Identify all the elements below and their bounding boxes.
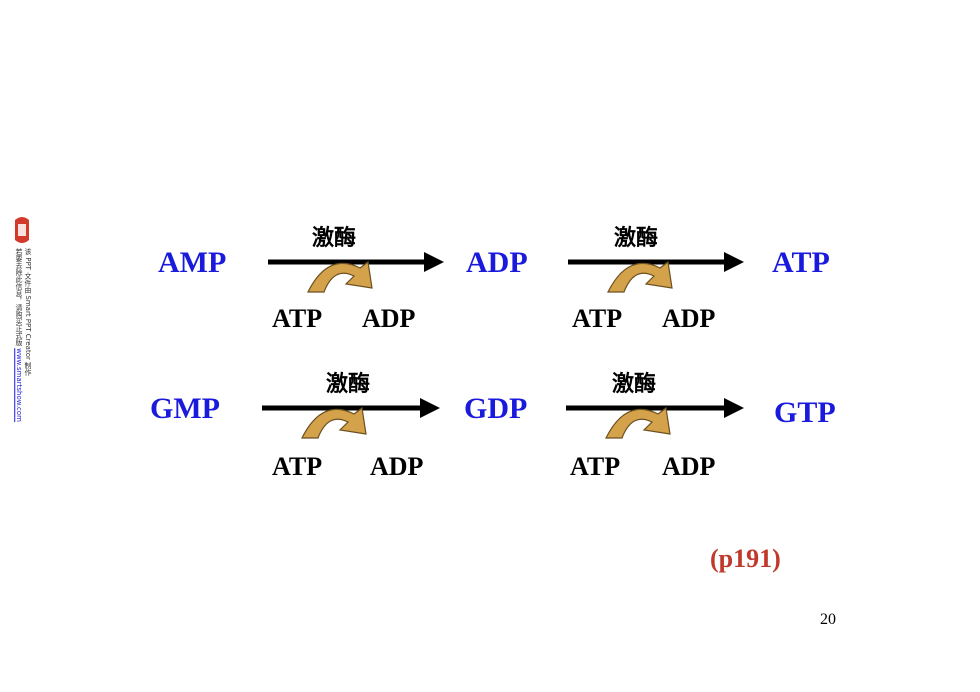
enzyme-label-r1-s1: 激酶 bbox=[312, 226, 357, 251]
page-reference: (p191) bbox=[710, 544, 781, 573]
watermark-logo-icon bbox=[12, 214, 32, 246]
reaction-arrow-r1-s2 bbox=[568, 252, 744, 293]
node-atp: ATP bbox=[772, 246, 830, 279]
watermark-line-1: 该 PPT 文件由 Smart PPT Creator 制作 bbox=[24, 248, 32, 377]
page-number: 20 bbox=[820, 611, 836, 628]
watermark-text: 该 PPT 文件由 Smart PPT Creator 制作 若要去除此信息，请… bbox=[14, 248, 32, 422]
cofactor-out-r1-s1: ADP bbox=[362, 304, 416, 333]
enzyme-label-r2-s1: 激酶 bbox=[326, 372, 371, 397]
enzyme-label-r1-s2: 激酶 bbox=[614, 226, 659, 251]
node-gtp: GTP bbox=[774, 396, 836, 429]
reaction-arrow-r1-s1 bbox=[268, 252, 444, 293]
reaction-arrow-r2-s2 bbox=[566, 398, 744, 439]
cofactor-in-r2-s2: ATP bbox=[570, 452, 621, 481]
watermark-link[interactable]: www.smartshow.com bbox=[15, 348, 23, 422]
cofactor-in-r1-s1: ATP bbox=[272, 304, 323, 333]
cofactor-out-r1-s2: ADP bbox=[662, 304, 716, 333]
cofactor-in-r2-s1: ATP bbox=[272, 452, 323, 481]
node-adp: ADP bbox=[466, 246, 528, 279]
reaction-arrow-r2-s1 bbox=[262, 398, 440, 439]
cofactor-out-r2-s1: ADP bbox=[370, 452, 424, 481]
watermark-line-2: 若要去除此信息，请购买正式版 www.smartshow.com bbox=[15, 248, 23, 422]
node-gdp: GDP bbox=[464, 392, 528, 425]
node-gmp: GMP bbox=[150, 392, 220, 425]
node-amp: AMP bbox=[158, 246, 227, 279]
enzyme-label-r2-s2: 激酶 bbox=[612, 372, 657, 397]
cofactor-out-r2-s2: ADP bbox=[662, 452, 716, 481]
cofactor-in-r1-s2: ATP bbox=[572, 304, 623, 333]
